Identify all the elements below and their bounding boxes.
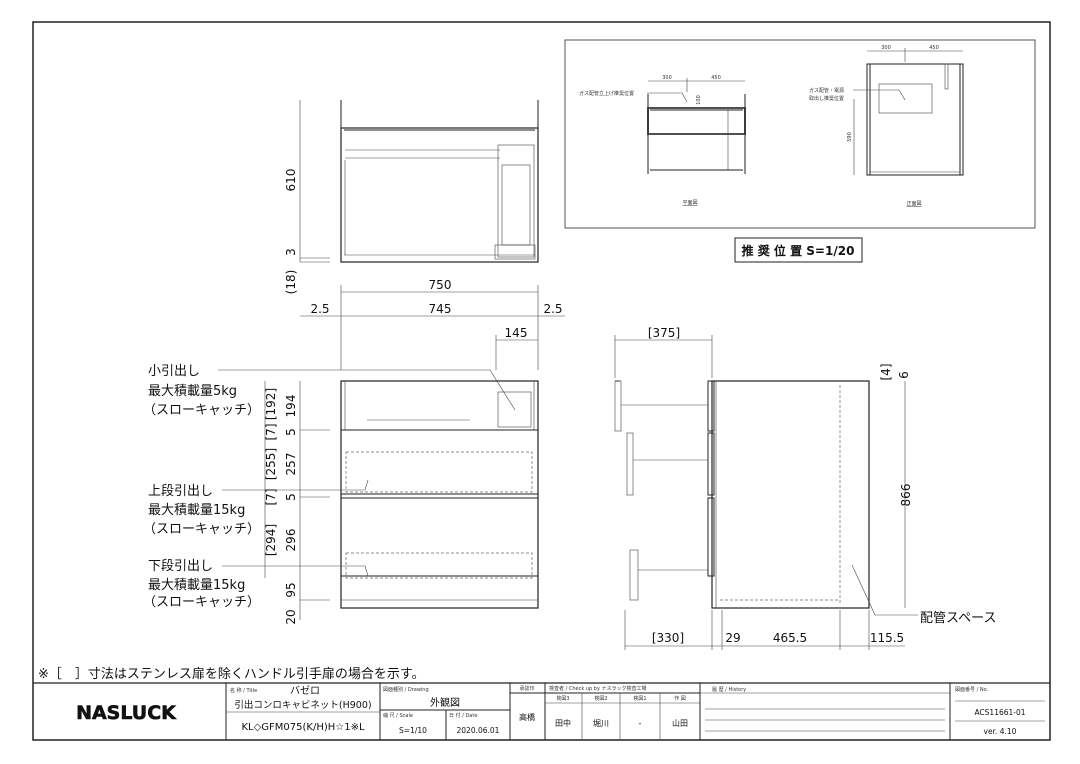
dim-bottom-front: 20	[284, 609, 298, 624]
dim-door: 29	[725, 631, 740, 645]
dim-g1: 5	[284, 428, 298, 436]
lower-drawer-label: 下段引出し	[148, 559, 213, 574]
width-dimensions	[300, 285, 565, 370]
dim-plinth: 95	[284, 582, 298, 597]
drawing-number-label: 図面番号 / No.	[955, 686, 989, 693]
lower-drawer-type: （スローキャッチ）	[143, 595, 260, 610]
dim-drawer-depth: [375]	[648, 326, 680, 340]
dim-left-gap: 2.5	[310, 302, 329, 316]
drawing-number: ACS11661-01	[974, 708, 1025, 717]
small-drawer-load: 最大積載量5kg	[148, 384, 237, 399]
check-label: 検査者 / Check up by ナスラック検査工場	[549, 685, 647, 692]
bracket-dimension-note: ※［ ］寸法はステンレス扉を除くハンドル引手扉の場合を示す。	[38, 666, 425, 682]
dim-height: 866	[899, 484, 913, 507]
dim-d2-alt: [255]	[264, 448, 278, 480]
front-view	[218, 369, 539, 620]
dim-pipe: 115.5	[870, 631, 904, 645]
title-label: 名 称 / Title	[230, 687, 257, 694]
model-number: KL◇GFM075(K/H)H☆1※L	[241, 722, 365, 733]
product-name: 引出コンロキャビネット(H900)	[234, 699, 371, 711]
nasluck-logo: NASLUCK	[76, 702, 177, 724]
upper-drawer-load: 最大積載量15kg	[148, 503, 245, 518]
dim-bottom: (18)	[284, 270, 298, 295]
dim-d3-alt: [294]	[264, 524, 278, 556]
inset-front-callout-2: 取出し推奨位置	[809, 95, 844, 102]
lower-drawer-load: 最大積載量15kg	[148, 578, 245, 593]
top-plan-view	[299, 100, 539, 263]
checker-role-4: 作 図	[674, 695, 686, 702]
dim-drawer-bottom: [330]	[652, 631, 684, 645]
drawing-version: ver. 4.10	[984, 727, 1017, 736]
dim-right-gap: 2.5	[543, 302, 562, 316]
approver: 高橋	[519, 712, 535, 722]
inset-front-callout-1: ガス配管・電源	[809, 87, 844, 94]
title-block	[33, 682, 1050, 740]
inset-front-caption: 正面図	[906, 201, 921, 207]
inset-plan-callout: ガス配管立上げ推奨位置	[579, 90, 634, 97]
recommended-position-inset	[564, 39, 1036, 229]
dim-g1-alt: [7]	[264, 424, 278, 441]
checker-role-3: 検図1	[633, 695, 646, 702]
dim-small-drawer: 145	[505, 326, 528, 340]
dim-d2: 257	[284, 453, 298, 476]
checker-name-4: 山田	[672, 718, 688, 728]
dim-top-side: 6	[897, 371, 911, 379]
small-drawer-label: 小引出し	[148, 364, 200, 379]
inset-plan-dim-b: 450	[711, 75, 721, 81]
inset-plan-dim-a: 300	[662, 75, 672, 81]
dim-top: 3	[284, 248, 298, 256]
date-value: 2020.06.01	[457, 726, 500, 735]
checker-name-2: 堀川	[593, 719, 609, 728]
approval-label: 承認印	[519, 685, 534, 692]
dim-g2-alt: [7]	[264, 489, 278, 506]
checker-name-1: 田中	[555, 718, 571, 728]
inset-front-dim-h: 590	[847, 132, 853, 142]
date-label: 日 付 / Date	[449, 712, 477, 719]
dim-top-alt: [4]	[879, 364, 893, 381]
dim-inner-width: 745	[429, 302, 452, 316]
drawing-type: 外観図	[430, 696, 460, 709]
inset-front-dim-b: 450	[929, 45, 939, 51]
scale-label: 縮 尺 / Scale	[383, 712, 413, 719]
side-view	[614, 335, 918, 650]
inset-front-dim-a: 300	[881, 45, 891, 51]
dim-depth: 610	[284, 169, 298, 192]
small-drawer-type: （スローキャッチ）	[143, 403, 260, 418]
series-name: バゼロ	[290, 685, 320, 697]
upper-drawer-type: （スローキャッチ）	[143, 522, 260, 537]
pipe-space-label: 配管スペース	[920, 611, 996, 626]
inset-plan-dim-c: 100	[696, 95, 702, 105]
inset-title-box	[734, 237, 863, 263]
dim-g2: 5	[284, 493, 298, 501]
drawing-type-label: 図面種別 / Drawing	[383, 686, 429, 693]
inset-plan-caption: 平面図	[682, 200, 697, 206]
dim-overall-width: 750	[429, 278, 452, 292]
inset-title: 推 奨 位 置 S=1/20	[742, 243, 855, 258]
dim-body: 465.5	[773, 631, 807, 645]
checker-role-1: 検図3	[556, 695, 569, 702]
sheet-border	[32, 21, 1051, 741]
dim-d3: 296	[284, 529, 298, 552]
upper-drawer-label: 上段引出し	[148, 484, 213, 499]
dim-d1-alt: [192]	[264, 388, 278, 420]
inset-plan-view	[647, 78, 746, 174]
checker-role-2: 検図2	[594, 695, 607, 702]
checker-name-3: -	[639, 719, 642, 728]
scale-value: S=1/10	[399, 726, 427, 735]
history-label: 履 歴 / History	[712, 687, 746, 693]
dim-d1: 194	[284, 395, 298, 418]
inset-front-view	[853, 48, 964, 176]
